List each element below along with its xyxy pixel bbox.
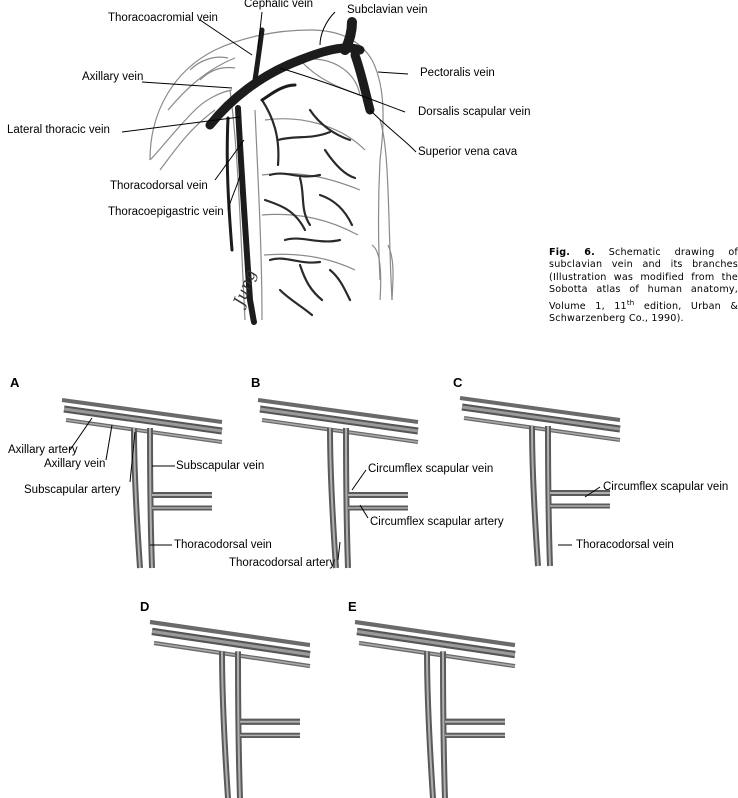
panel-e-letter: E: [348, 599, 357, 614]
panel-d-drawing: [150, 622, 310, 798]
label-a-subscapular-vein: Subscapular vein: [176, 460, 264, 473]
label-b-circumflex-scapular-vein: Circumflex scapular vein: [368, 463, 493, 476]
panel-a-letter: A: [10, 375, 19, 390]
panel-c-letter: C: [453, 375, 462, 390]
label-a-axillary-artery: Axillary artery: [8, 444, 78, 457]
label-a-thoracodorsal-vein: Thoracodorsal vein: [174, 539, 272, 552]
label-a-axillary-vein: Axillary vein: [44, 458, 105, 471]
panel-a-leaders: [70, 418, 175, 545]
label-b-circumflex-scapular-artery: Circumflex scapular artery: [370, 516, 504, 529]
label-c-thoracodorsal-vein: Thoracodorsal vein: [576, 539, 674, 552]
panel-e-drawing: [355, 622, 515, 798]
label-b-thoracodorsal-artery: Thoracodorsal artery: [229, 557, 335, 570]
panel-b-leaders: [338, 470, 368, 560]
label-c-circumflex-scapular-vein: Circumflex scapular vein: [603, 481, 728, 494]
panel-d-letter: D: [140, 599, 149, 614]
panel-b-drawing: [258, 400, 418, 568]
label-a-subscapular-artery: Subscapular artery: [24, 484, 121, 497]
panel-b-letter: B: [251, 375, 260, 390]
